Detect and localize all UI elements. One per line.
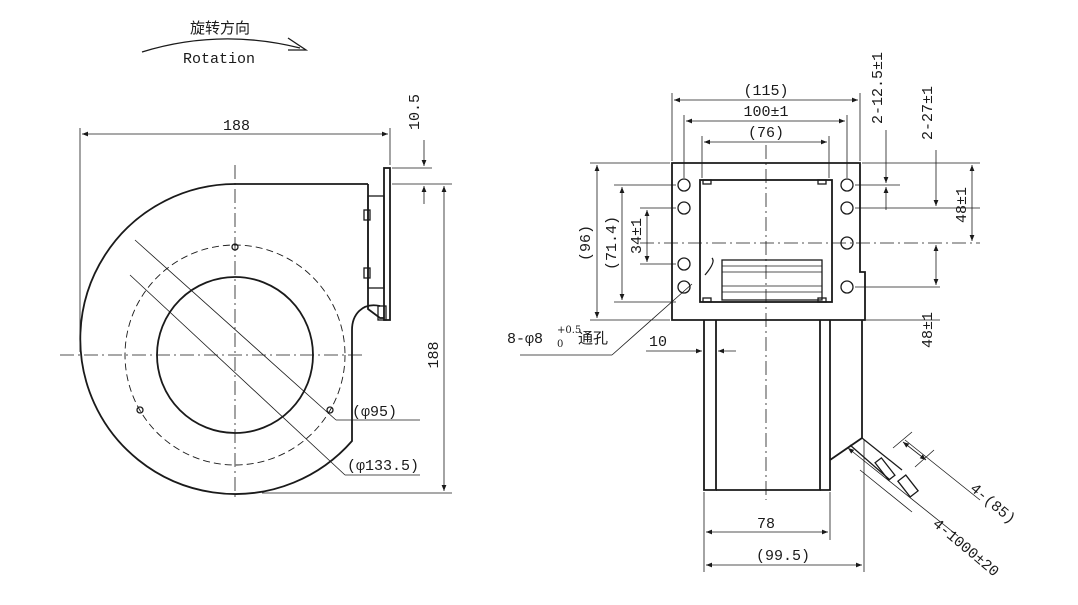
dim-width: 188 bbox=[223, 118, 250, 135]
dim-115: (115) bbox=[743, 83, 788, 100]
side-housing-outlet bbox=[829, 320, 863, 461]
side-flange-plate bbox=[671, 162, 866, 321]
mount-hole bbox=[326, 406, 334, 414]
ext-line bbox=[859, 469, 913, 513]
dim-48a: 48±1 bbox=[954, 187, 971, 223]
mount-hole bbox=[677, 201, 691, 215]
dim-48b: 48±1 bbox=[920, 312, 937, 348]
dim-78: 78 bbox=[757, 516, 775, 533]
mount-hole bbox=[840, 280, 854, 294]
hole-callout-tol-upper: +0.5 bbox=[557, 325, 581, 336]
outlet-flange bbox=[383, 167, 391, 321]
wire-grommet bbox=[874, 456, 896, 482]
front-view: (φ95) (φ133.5) 188 188 10.5 bbox=[60, 94, 452, 500]
opening-clip bbox=[702, 297, 712, 303]
side-housing-bottom bbox=[716, 320, 821, 491]
mount-hole bbox=[677, 280, 691, 294]
dim-line-1000 bbox=[847, 447, 959, 537]
dim-2-27: 2-27±1 bbox=[920, 86, 937, 140]
dim-10: 10 bbox=[649, 334, 667, 351]
dim-99: (99.5) bbox=[756, 548, 810, 565]
side-view: (115) 100±1 (76) (96) (71.4) 34±1 2-12.5… bbox=[507, 52, 1018, 581]
mount-hole bbox=[840, 201, 854, 215]
mount-hole bbox=[677, 257, 691, 271]
rotation-label-en: Rotation bbox=[183, 51, 255, 68]
motor-bracket bbox=[367, 195, 385, 289]
dim-flange-offset: 10.5 bbox=[407, 94, 424, 130]
wire-connector bbox=[896, 474, 920, 498]
rotation-label-cn: 旋转方向 bbox=[190, 19, 250, 37]
ext-line bbox=[892, 431, 913, 449]
rotation-arrow-icon bbox=[141, 38, 301, 53]
inner-curve bbox=[704, 257, 714, 276]
dim-76: (76) bbox=[748, 125, 784, 142]
mount-hole bbox=[677, 178, 691, 192]
dim-wire-length: 4-1000±20 bbox=[929, 516, 1002, 581]
dim-100: 100±1 bbox=[743, 104, 788, 121]
dim-line-85 bbox=[902, 441, 927, 461]
dim-height: 188 bbox=[426, 341, 443, 368]
rotation-arrowhead-icon bbox=[287, 37, 309, 51]
volute-housing bbox=[79, 183, 381, 495]
wire bbox=[861, 437, 903, 471]
outlet-duct bbox=[367, 184, 384, 319]
hole-callout-prefix: 8-φ8 bbox=[507, 331, 543, 348]
opening-clip bbox=[817, 179, 827, 185]
dim-2-12: 2-12.5±1 bbox=[870, 52, 887, 124]
bracket-tab-top bbox=[363, 209, 371, 221]
leader-dia95 bbox=[134, 239, 337, 421]
dim-96: (96) bbox=[578, 225, 595, 261]
mount-hole bbox=[136, 406, 144, 414]
hole-leader bbox=[611, 283, 693, 356]
mount-hole bbox=[840, 178, 854, 192]
hole-callout-tol-lower: 0 bbox=[557, 339, 563, 350]
leader-dia133 bbox=[129, 274, 346, 476]
hole-callout-suffix: 通孔 bbox=[578, 329, 608, 347]
dim-34: 34±1 bbox=[629, 218, 646, 254]
dim-71: (71.4) bbox=[604, 216, 621, 270]
dim-dia133: (φ133.5) bbox=[347, 458, 419, 475]
dim-dia95: (φ95) bbox=[352, 404, 397, 421]
dim-wire-count: 4-(85) bbox=[966, 480, 1018, 528]
impeller bbox=[721, 259, 823, 301]
rotation-indicator: 旋转方向 Rotation bbox=[141, 19, 309, 68]
side-housing-right bbox=[820, 320, 831, 491]
bracket-tab-bottom bbox=[363, 267, 371, 279]
side-housing-left bbox=[703, 320, 717, 491]
flange-foot bbox=[377, 305, 387, 321]
opening-clip bbox=[702, 179, 712, 185]
